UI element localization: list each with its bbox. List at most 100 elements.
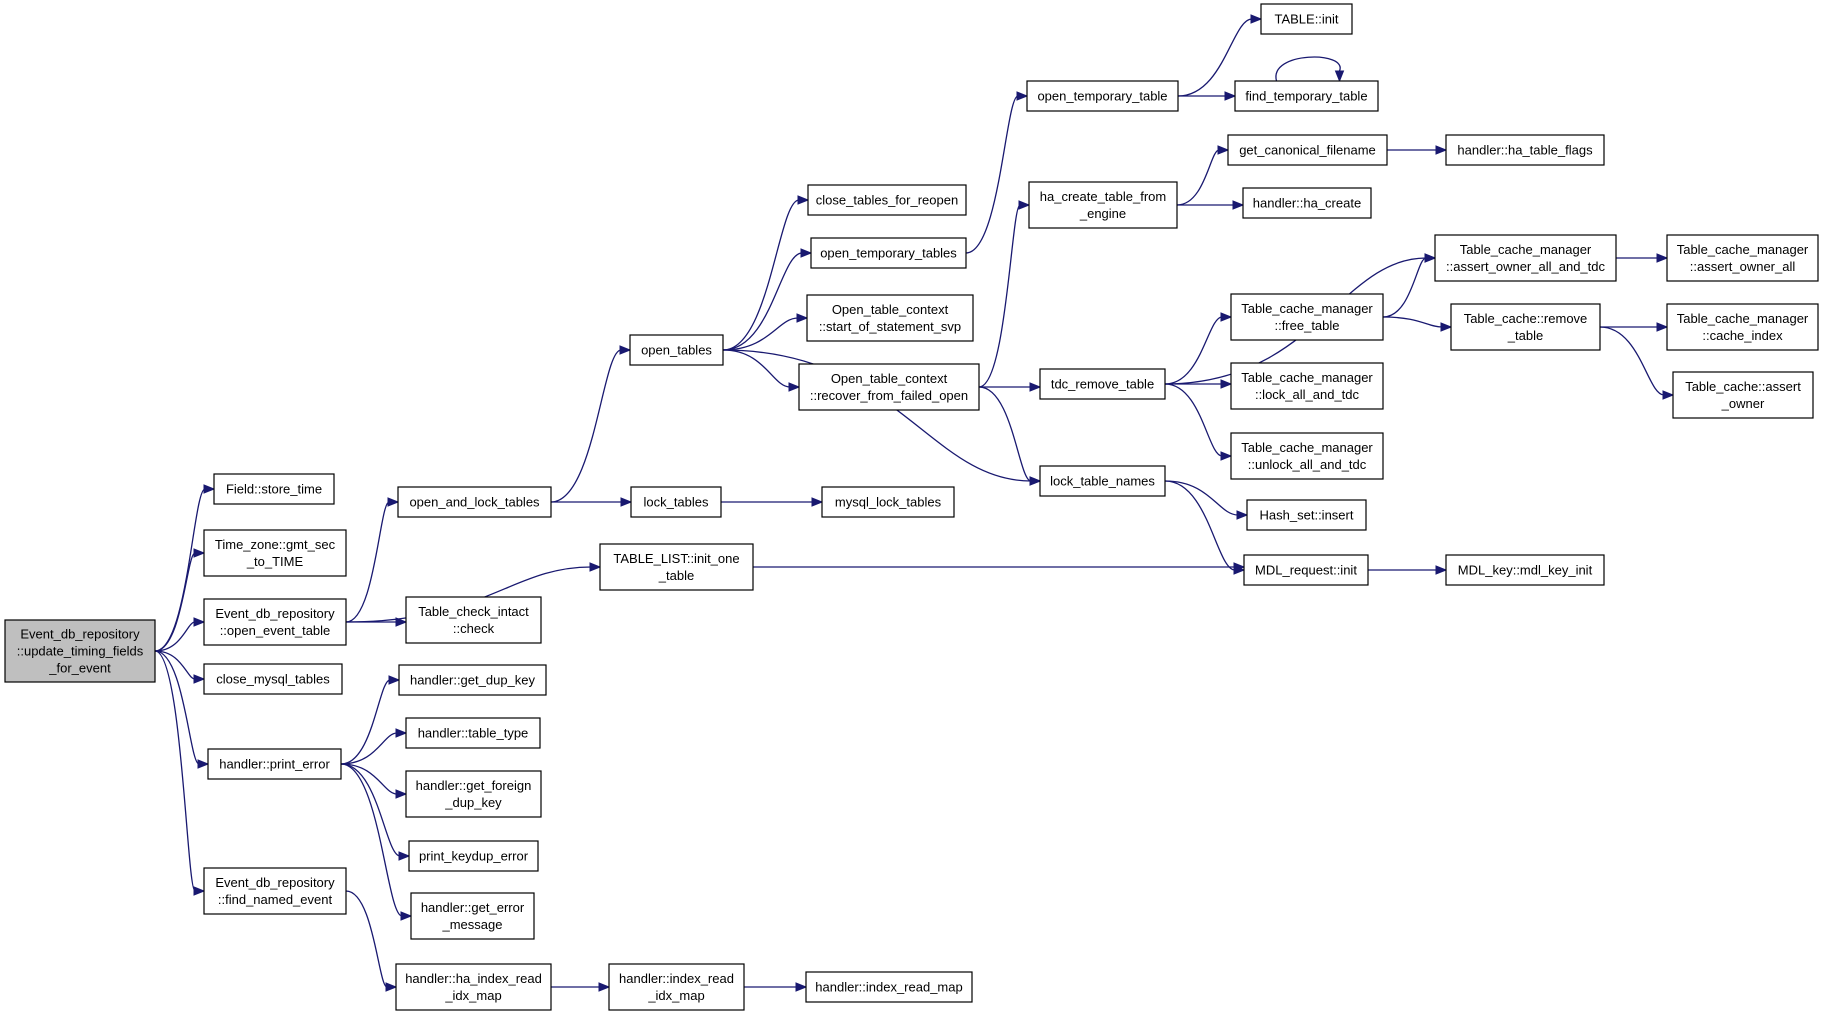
arrowhead xyxy=(598,982,611,992)
node-open-temporary-tables[interactable]: open_temporary_tables xyxy=(810,237,967,269)
arrowhead xyxy=(619,345,632,355)
node-box xyxy=(405,717,541,749)
arrowhead xyxy=(400,911,413,921)
node-close-tables-for-reopen[interactable]: close_tables_for_reopen xyxy=(807,184,967,216)
node-find-temporary-table[interactable]: find_temporary_table xyxy=(1234,80,1379,112)
node-otc-start-svp[interactable]: Open_table_context::start_of_statement_s… xyxy=(806,294,974,342)
node-get-canonical-filename[interactable]: get_canonical_filename xyxy=(1227,134,1388,166)
node-find-named-event[interactable]: Event_db_repository::find_named_event xyxy=(203,867,347,915)
node-box xyxy=(1243,554,1369,586)
node-index-read-idx-map[interactable]: handler::index_read_idx_map xyxy=(608,963,745,1011)
node-close-mysql-tables[interactable]: close_mysql_tables xyxy=(203,663,343,695)
edge-print-error-to-get-dup-key xyxy=(340,679,391,765)
node-tcm-assert-owner-all-and-tdc[interactable]: Table_cache_manager::assert_owner_all_an… xyxy=(1434,234,1617,282)
node-label: ha_create_table_from xyxy=(1040,189,1166,204)
node-tcm-free-table[interactable]: Table_cache_manager::free_table xyxy=(1230,293,1384,341)
node-mysql-lock-tables[interactable]: mysql_lock_tables xyxy=(821,486,955,518)
node-ha-create-table-from-engine[interactable]: ha_create_table_from_engine xyxy=(1028,181,1178,229)
node-otc-recover[interactable]: Open_table_context::recover_from_failed_… xyxy=(798,363,980,411)
node-label: ::assert_owner_all_and_tdc xyxy=(1446,259,1605,274)
node-lock-table-names[interactable]: lock_table_names xyxy=(1039,465,1166,497)
node-tc-remove-table[interactable]: Table_cache::remove_table xyxy=(1450,303,1601,351)
node-ha-table-flags[interactable]: handler::ha_table_flags xyxy=(1445,134,1605,166)
node-label: handler::index_read_map xyxy=(815,980,962,995)
arrowhead xyxy=(1236,510,1249,520)
node-box xyxy=(1666,234,1819,282)
node-table-check-intact[interactable]: Table_check_intact::check xyxy=(405,596,542,644)
node-get-foreign-dup-key[interactable]: handler::get_foreign_dup_key xyxy=(405,770,542,818)
edge-root-to-print-error xyxy=(154,650,200,765)
arrowhead xyxy=(1424,253,1437,263)
node-tcm-unlock-all-and-tdc[interactable]: Table_cache_manager::unlock_all_and_tdc xyxy=(1230,432,1384,480)
arrowhead xyxy=(193,674,206,684)
node-box xyxy=(203,663,343,695)
edge-open-tables-to-otc-start-svp xyxy=(722,317,799,351)
node-open-and-lock-tables[interactable]: open_and_lock_tables xyxy=(397,486,552,518)
node-tcm-assert-owner-all[interactable]: Table_cache_manager::assert_owner_all xyxy=(1666,234,1819,282)
node-ha-create[interactable]: handler::ha_create xyxy=(1242,187,1372,219)
arrowhead xyxy=(395,617,408,627)
node-label: Table_cache_manager xyxy=(1677,242,1809,257)
node-label: MDL_key::mdl_key_init xyxy=(1458,563,1593,578)
node-label: _to_TIME xyxy=(246,554,304,569)
node-box xyxy=(4,619,156,683)
edge-open-tables-to-lock-table-names xyxy=(722,349,1032,482)
node-box xyxy=(1445,554,1605,586)
node-open-event-table[interactable]: Event_db_repository::open_event_table xyxy=(203,598,347,646)
arrowhead xyxy=(1435,145,1448,155)
node-print-error[interactable]: handler::print_error xyxy=(207,748,342,780)
node-box xyxy=(1026,80,1179,112)
node-gmt-sec[interactable]: Time_zone::gmt_sec_to_TIME xyxy=(203,529,347,577)
node-label: _table xyxy=(1507,328,1543,343)
node-label: Open_table_context xyxy=(832,302,949,317)
arrowhead xyxy=(1662,390,1675,400)
node-hash-set-insert[interactable]: Hash_set::insert xyxy=(1246,499,1367,531)
edge-find-temporary-table-to-find-temporary-table xyxy=(1275,56,1341,82)
node-box xyxy=(1234,80,1379,112)
node-label: open_and_lock_tables xyxy=(409,495,540,510)
edge-root-to-close-mysql-tables xyxy=(154,650,196,680)
node-box xyxy=(203,529,347,577)
node-tdc-remove-table[interactable]: tdc_remove_table xyxy=(1039,368,1166,400)
node-label: open_temporary_table xyxy=(1037,89,1167,104)
node-tcm-lock-all-and-tdc[interactable]: Table_cache_manager::lock_all_and_tdc xyxy=(1230,362,1384,410)
edge-otc-recover-to-ha-create-table-from-engine xyxy=(978,204,1021,388)
node-label: ::update_timing_fields xyxy=(17,644,144,659)
arrowhead xyxy=(1232,200,1245,210)
node-label: handler::print_error xyxy=(219,757,330,772)
arrowhead xyxy=(800,248,813,258)
node-box xyxy=(1028,181,1178,229)
node-mdl-key-init[interactable]: MDL_key::mdl_key_init xyxy=(1445,554,1605,586)
node-ha-index-read-idx-map[interactable]: handler::ha_index_read_idx_map xyxy=(395,963,552,1011)
node-box xyxy=(806,294,974,342)
node-table-init[interactable]: TABLE::init xyxy=(1260,3,1353,35)
arrowhead xyxy=(387,497,400,507)
node-store-time[interactable]: Field::store_time xyxy=(213,473,335,505)
node-get-error-message[interactable]: handler::get_error_message xyxy=(410,892,535,940)
edge-find-named-event-to-ha-index-read-idx-map xyxy=(345,890,388,988)
node-tcm-cache-index[interactable]: Table_cache_manager::cache_index xyxy=(1666,303,1819,351)
arrowhead xyxy=(1029,476,1042,486)
node-label: Event_db_repository xyxy=(215,606,335,621)
node-open-tables[interactable]: open_tables xyxy=(629,334,724,366)
node-box xyxy=(395,963,552,1011)
node-get-dup-key[interactable]: handler::get_dup_key xyxy=(398,664,547,696)
node-index-read-map[interactable]: handler::index_read_map xyxy=(805,971,973,1003)
edge-tdc-remove-table-to-tcm-unlock-all-and-tdc xyxy=(1164,383,1223,457)
node-label: ::assert_owner_all xyxy=(1690,259,1796,274)
node-label: close_tables_for_reopen xyxy=(816,193,958,208)
node-label: handler::ha_index_read xyxy=(405,971,542,986)
node-box xyxy=(810,237,967,269)
node-label: _message xyxy=(442,917,503,932)
node-root[interactable]: Event_db_repository::update_timing_field… xyxy=(4,619,156,683)
node-open-temporary-table[interactable]: open_temporary_table xyxy=(1026,80,1179,112)
edge-open-tables-to-open-temporary-tables xyxy=(722,252,803,351)
node-table-type[interactable]: handler::table_type xyxy=(405,717,541,749)
node-mdl-request-init[interactable]: MDL_request::init xyxy=(1243,554,1369,586)
node-lock-tables[interactable]: lock_tables xyxy=(630,486,722,518)
node-tc-assert-owner[interactable]: Table_cache::assert_owner xyxy=(1672,371,1814,419)
node-print-keydup-error[interactable]: print_keydup_error xyxy=(408,840,539,872)
node-table-list-init-one[interactable]: TABLE_LIST::init_one_table xyxy=(599,543,754,591)
node-box xyxy=(405,596,542,644)
